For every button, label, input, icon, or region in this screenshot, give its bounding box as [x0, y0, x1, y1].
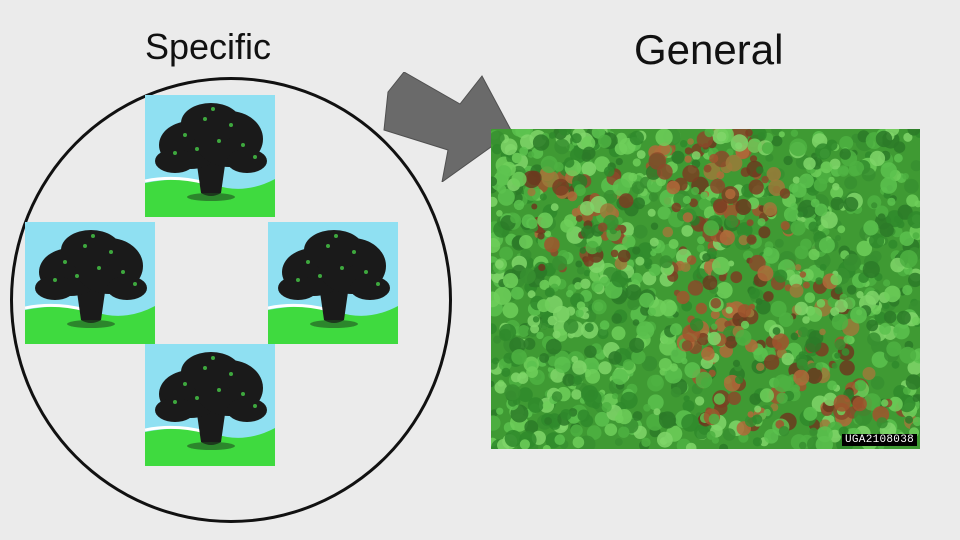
oak-tree-icon: [268, 222, 398, 344]
general-title: General: [634, 26, 784, 73]
tree-tile-top: [145, 95, 275, 217]
tree-tile-left: [25, 222, 155, 344]
tree-tile-bottom: [145, 344, 275, 466]
tree-tile-right: [268, 222, 398, 344]
photo-id-label: UGA2108038: [841, 434, 917, 446]
specific-title: Specific: [145, 26, 272, 67]
specific-circle: [10, 77, 452, 523]
oak-tree-icon: [145, 344, 275, 466]
oak-tree-icon: [25, 222, 155, 344]
forest-photo: UGA2108038: [491, 129, 920, 449]
oak-tree-icon: [145, 95, 275, 217]
